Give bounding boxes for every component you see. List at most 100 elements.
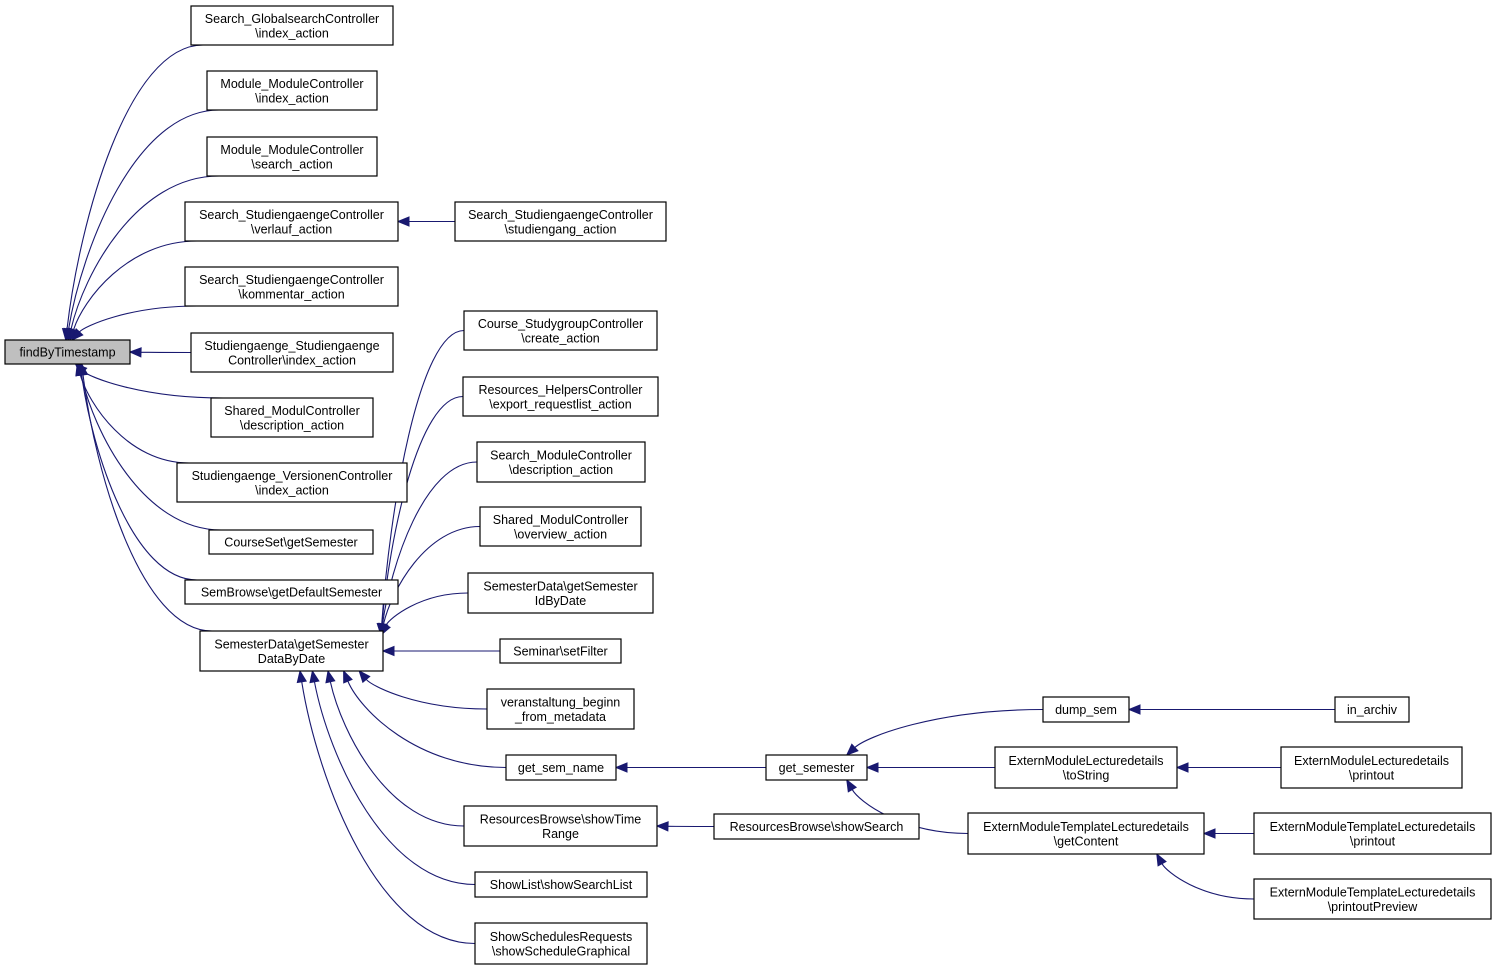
node-get-semester[interactable]: get_semester xyxy=(765,754,868,781)
edge-line xyxy=(1161,863,1255,900)
node-veranstaltung-beginn-from-metadata[interactable]: veranstaltung_beginn_from_metadata xyxy=(486,688,635,730)
node-box xyxy=(463,310,658,351)
edge-n22-to-n11 xyxy=(309,669,476,886)
arrowhead-icon xyxy=(296,669,308,684)
node-externmodulelecturedetails-tostring[interactable]: ExternModuleLecturedetails\toString xyxy=(994,746,1178,789)
arrowhead-icon xyxy=(128,347,142,358)
node-studiengaenge-versionencontroller-index-action[interactable]: Studiengaenge_VersionenController\index_… xyxy=(176,462,408,503)
arrowhead-icon xyxy=(358,669,371,684)
node-sembrowse-getdefaultsemester[interactable]: SemBrowse\getDefaultSemester xyxy=(184,579,399,605)
node-search-studiengaengecontroller-kommentar-action[interactable]: Search_StudiengaengeController\kommentar… xyxy=(184,266,399,307)
node-label: Resources_HelpersController xyxy=(479,383,643,397)
edge-n9-to-root xyxy=(76,362,222,531)
arrowhead-icon xyxy=(846,778,858,793)
edge-line xyxy=(365,679,488,710)
node-search-studiengaengecontroller-verlauf-action[interactable]: Search_StudiengaengeController\verlauf_a… xyxy=(184,201,399,242)
node-label: \overview_action xyxy=(514,527,607,541)
node-showschedulesrequests-showschedulegraphical[interactable]: ShowSchedulesRequests\showScheduleGraphi… xyxy=(474,922,648,965)
node-label: \showScheduleGraphical xyxy=(492,944,630,958)
node-box xyxy=(206,70,378,111)
edge-line xyxy=(382,525,481,625)
node-label: ExternModuleTemplateLecturedetails xyxy=(1270,820,1476,834)
edge-line xyxy=(329,681,465,827)
nodes-layer: findByTimestamp Search_GlobalsearchContro… xyxy=(4,5,1492,965)
node-courseset-getsemester[interactable]: CourseSet\getSemester xyxy=(208,529,374,555)
node-box xyxy=(474,871,648,898)
edge-n19-to-n11 xyxy=(358,669,488,710)
edge-line xyxy=(70,175,220,330)
node-studiengaenge-studiengaenge-controller-index-action[interactable]: Studiengaenge_StudiengaengeController\in… xyxy=(190,332,394,373)
arrowhead-icon xyxy=(71,327,84,341)
node-findbytimestamp[interactable]: findByTimestamp xyxy=(4,339,131,365)
node-externmoduletemplatelecturedetails-printoutpreview[interactable]: ExternModuleTemplateLecturedetails\print… xyxy=(1253,878,1492,920)
node-label: get_semester xyxy=(779,761,855,775)
node-box xyxy=(208,529,374,555)
node-search-modulecontroller-description-action[interactable]: Search_ModuleController\description_acti… xyxy=(476,441,646,483)
edge-n3-to-root xyxy=(65,175,220,342)
node-label: Search_StudiengaengeController xyxy=(199,208,384,222)
node-box xyxy=(505,754,617,781)
node-search-studiengaengecontroller-studiengang-action[interactable]: Search_StudiengaengeController\studienga… xyxy=(454,201,667,242)
node-box xyxy=(462,376,659,417)
node-label: in_archiv xyxy=(1347,703,1398,717)
node-seminar-setfilter[interactable]: Seminar\setFilter xyxy=(499,638,622,664)
node-box xyxy=(1042,696,1130,723)
node-externmoduletemplatelecturedetails-getcontent[interactable]: ExternModuleTemplateLecturedetails\getCo… xyxy=(967,812,1205,855)
node-search-globalsearchcontroller-index-action[interactable]: Search_GlobalsearchController\index_acti… xyxy=(190,5,394,46)
arrowhead-icon xyxy=(614,762,628,773)
node-externmoduletemplatelecturedetails-printout[interactable]: ExternModuleTemplateLecturedetails\print… xyxy=(1253,812,1492,855)
arrowhead-icon xyxy=(865,762,879,773)
node-box xyxy=(184,579,399,605)
node-label: ResourcesBrowse\showSearch xyxy=(730,820,904,834)
node-shared-modulcontroller-overview-action[interactable]: Shared_ModulController\overview_action xyxy=(479,506,642,547)
edge-n5-to-root xyxy=(71,305,198,341)
node-label: Course_StudygroupController xyxy=(478,317,643,331)
node-label: Search_StudiengaengeController xyxy=(199,273,384,287)
node-showlist-showsearchlist[interactable]: ShowList\showSearchList xyxy=(474,871,648,898)
node-label: \index_action xyxy=(255,91,329,105)
node-shared-modulcontroller-description-action[interactable]: Shared_ModulController\description_actio… xyxy=(210,397,374,438)
node-label: Shared_ModulController xyxy=(224,404,360,418)
node-course-studygroupcontroller-create-action[interactable]: Course_StudygroupController\create_actio… xyxy=(463,310,658,351)
node-label: ShowList\showSearchList xyxy=(490,878,633,892)
arrowhead-icon xyxy=(381,645,395,657)
node-label: ResourcesBrowse\showTime xyxy=(480,812,641,826)
node-label: \index_action xyxy=(255,483,329,497)
node-box xyxy=(463,805,658,847)
node-module-modulecontroller-search-action[interactable]: Module_ModuleController\search_action xyxy=(206,136,378,177)
node-box xyxy=(176,462,408,503)
node-label: \getContent xyxy=(1054,834,1119,848)
node-dump-sem[interactable]: dump_sem xyxy=(1042,696,1130,723)
edge-n12-to-n4 xyxy=(396,216,455,227)
node-label: ExternModuleLecturedetails xyxy=(1009,754,1164,768)
node-box xyxy=(1280,746,1463,789)
node-label: \search_action xyxy=(251,157,332,171)
node-label: Studiengaenge_VersionenController xyxy=(192,469,393,483)
edge-n11-to-root xyxy=(77,362,213,632)
node-module-modulecontroller-index-action[interactable]: Module_ModuleController\index_action xyxy=(206,70,378,111)
node-externmodulelecturedetails-printout[interactable]: ExternModuleLecturedetails\printout xyxy=(1280,746,1463,789)
arrowhead-icon xyxy=(396,216,410,227)
node-in-archiv[interactable]: in_archiv xyxy=(1334,696,1410,723)
edge-n1-to-root xyxy=(61,44,204,342)
arrowhead-icon xyxy=(309,669,320,684)
edge-n31-to-n28 xyxy=(1202,828,1254,839)
node-box xyxy=(467,572,654,614)
node-resourcesbrowse-showsearch[interactable]: ResourcesBrowse\showSearch xyxy=(713,813,920,840)
edge-n26-to-n24 xyxy=(845,708,1044,756)
node-get-sem-name[interactable]: get_sem_name xyxy=(505,754,617,781)
node-label: DataByDate xyxy=(258,652,325,666)
edge-n29-to-n26 xyxy=(1127,704,1335,715)
edge-line xyxy=(301,681,476,945)
node-label: Module_ModuleController xyxy=(220,143,363,157)
node-box xyxy=(713,813,920,840)
node-box xyxy=(210,397,374,438)
node-box xyxy=(184,201,399,242)
node-label: Seminar\setFilter xyxy=(513,645,607,659)
node-resources-helperscontroller-export-requestlist-action[interactable]: Resources_HelpersController\export_reque… xyxy=(462,376,659,417)
node-label: \printout xyxy=(1350,834,1396,848)
